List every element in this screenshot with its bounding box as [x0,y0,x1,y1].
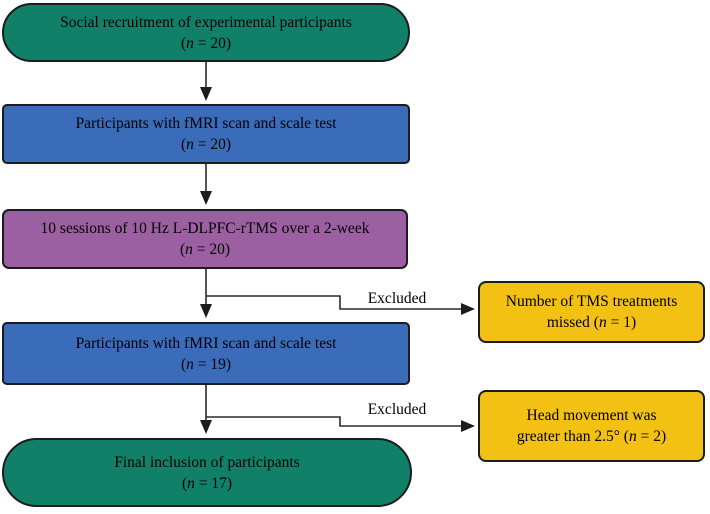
count-suffix: = 17) [194,474,233,492]
node-line1: Final inclusion of participants [114,453,300,471]
n-symbol: n [186,136,194,153]
elbow-excluded-2 [206,416,475,432]
node-count-line: greater than 2.5° (n = 2) [517,426,666,447]
node-count-line: (n = 20) [180,239,230,260]
count-suffix: = 20) [193,34,232,52]
node-line1: Number of TMS treatments [505,293,678,310]
node-excluded-tms-missed: Number of TMS treatments missed (n = 1) [478,281,705,343]
node-fmri-scan-2: Participants with fMRI scan and scale te… [2,322,410,385]
excluded-label-2: Excluded [367,401,427,418]
n-symbol: n [598,314,607,331]
node-line1: 10 sessions of 10 Hz L-DLPFC-rTMS over a… [40,220,370,237]
node-count-line: missed (n = 1) [547,312,636,333]
count-suffix: = 19) [193,355,232,373]
n-symbol: n [628,428,637,445]
count-prefix: greater than 2.5° ( [516,428,629,445]
node-count-line: (n = 20) [181,33,231,54]
count-prefix: ( [180,34,187,52]
node-line1: Social recruitment of experimental parti… [60,13,352,31]
node-social-recruitment: Social recruitment of experimental parti… [2,3,410,62]
node-count-line: (n = 17) [182,473,232,494]
count-prefix: ( [179,241,186,258]
n-symbol: n [185,241,193,258]
excluded-label-1: Excluded [367,290,427,307]
node-line1: Head movement was [526,407,657,424]
node-line1: Participants with fMRI scan and scale te… [75,334,337,352]
n-symbol: n [186,34,194,52]
node-line1: Participants with fMRI scan and scale te… [75,115,337,132]
count-suffix: = 1) [606,314,637,331]
node-count-line: (n = 20) [181,134,231,155]
node-fmri-scan-1: Participants with fMRI scan and scale te… [2,104,410,164]
node-rtms-sessions: 10 sessions of 10 Hz L-DLPFC-rTMS over a… [2,209,408,269]
node-count-line: (n = 19) [181,354,231,375]
count-prefix: ( [180,355,187,373]
n-symbol: n [187,474,195,492]
count-suffix: = 2) [636,428,667,445]
count-prefix: ( [180,136,187,153]
node-excluded-head-movement: Head movement was greater than 2.5° (n =… [478,390,705,462]
count-prefix: missed ( [546,314,599,331]
node-final-inclusion: Final inclusion of participants (n = 17) [2,438,412,507]
count-suffix: = 20) [193,136,232,153]
count-prefix: ( [181,474,188,492]
count-suffix: = 20) [192,241,231,258]
n-symbol: n [186,355,194,373]
